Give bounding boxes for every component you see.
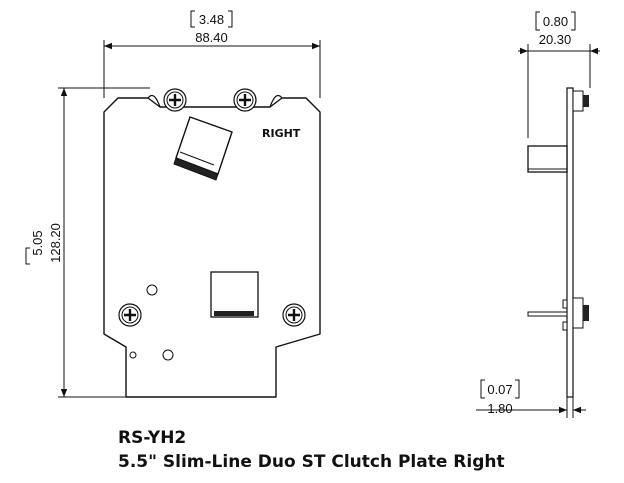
side-view-plate xyxy=(527,87,589,398)
thickness-inches-label: 0.07 xyxy=(487,382,512,397)
width-inch-bracket-right xyxy=(228,10,233,28)
thickness-inch-bracket-right xyxy=(515,379,520,399)
height-inches-label: 5.05 xyxy=(30,230,45,255)
top-notch-left xyxy=(147,94,161,108)
mount-hole-small xyxy=(129,351,137,359)
thickness-inch-bracket-left xyxy=(480,379,485,399)
product-description: 5.5" Slim-Line Duo ST Clutch Plate Right xyxy=(118,452,505,472)
model-number: RS-YH2 xyxy=(118,428,187,448)
mount-hole xyxy=(146,284,158,296)
depth-inch-bracket-left xyxy=(535,11,540,31)
side-label: RIGHT xyxy=(262,127,301,140)
height-mm-label: 128.20 xyxy=(48,223,63,263)
height-dimension: 5.05 128.20 xyxy=(25,87,150,398)
width-mm-label: 88.40 xyxy=(195,30,228,45)
lower-block xyxy=(210,271,259,318)
screw-top-left xyxy=(163,88,187,112)
top-notch-right xyxy=(269,94,283,108)
width-inch-bracket-left xyxy=(190,10,195,28)
depth-inch-bracket-right xyxy=(571,11,576,31)
width-inches-label: 3.48 xyxy=(199,12,224,27)
height-inch-bracket xyxy=(25,247,30,265)
width-dimension: 3.48 88.40 xyxy=(103,10,321,98)
depth-mm-label: 20.30 xyxy=(539,32,572,47)
depth-inches-label: 0.80 xyxy=(543,14,568,29)
clutch-block xyxy=(173,116,233,181)
screw-bottom-left xyxy=(118,303,142,327)
screw-bottom-right xyxy=(282,303,306,327)
mount-hole xyxy=(162,349,174,361)
thickness-dimension: 0.07 1.80 xyxy=(476,379,586,418)
clutch-plate-outline xyxy=(103,97,321,398)
depth-dimension: 0.80 20.30 xyxy=(518,11,600,138)
thickness-mm-label: 1.80 xyxy=(487,401,512,416)
screw-top-right xyxy=(233,88,257,112)
